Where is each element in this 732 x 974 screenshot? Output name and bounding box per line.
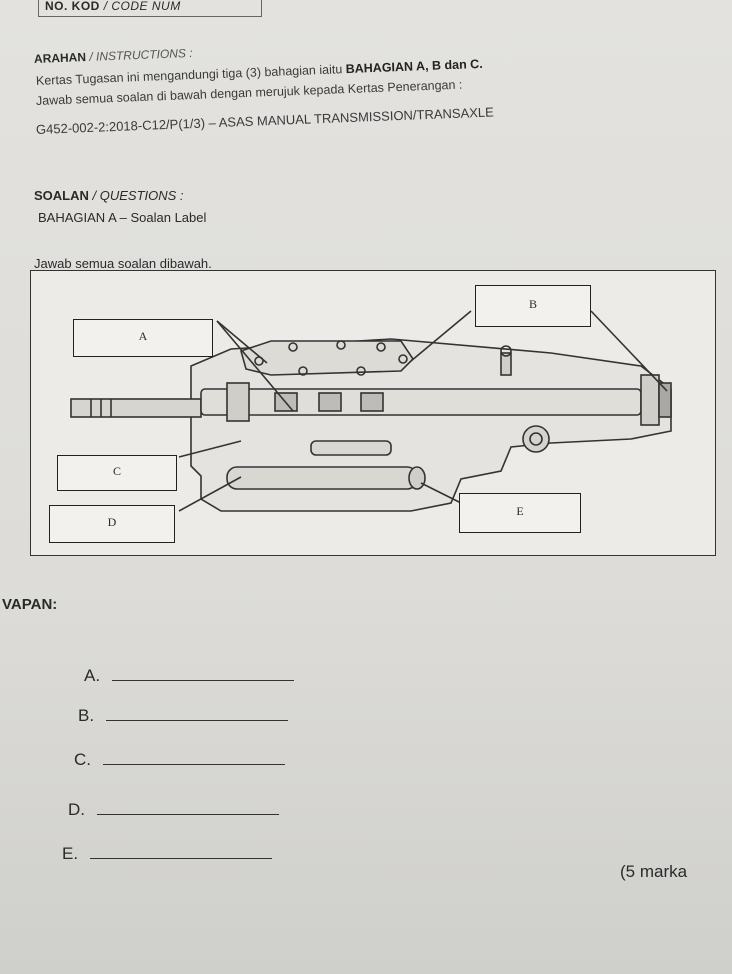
- transmission-drawing: [70, 310, 672, 512]
- question-prompt: Jawab semua soalan dibawah.: [34, 256, 212, 271]
- answer-line-b[interactable]: [106, 719, 289, 721]
- label-box-c: C: [57, 455, 177, 491]
- marks-label: (5 marka: [620, 862, 688, 881]
- answer-line-e[interactable]: [90, 857, 273, 859]
- code-number-label: NO. KOD / CODE NUM: [45, 0, 181, 13]
- answer-label-d: D.: [68, 800, 85, 819]
- answer-row-d: D.: [68, 800, 279, 820]
- answer-label-b: B.: [78, 706, 95, 725]
- section-title: BAHAGIAN A – Soalan Label: [38, 210, 207, 225]
- instruction-line-3: G452-002-2:2018-C12/P(1/3) – ASAS MANUAL…: [35, 104, 495, 137]
- answers-heading: VAPAN:: [2, 596, 58, 613]
- answer-label-a: A.: [84, 666, 101, 685]
- label-box-a: A: [73, 319, 213, 357]
- label-box-e: E: [459, 493, 581, 533]
- answer-label-e: E.: [62, 844, 79, 863]
- answer-row-e: E.: [62, 844, 273, 864]
- answer-line-a[interactable]: [112, 679, 295, 681]
- answer-row-a: A.: [84, 666, 295, 686]
- questions-heading: SOALAN / QUESTIONS :: [34, 188, 184, 203]
- answer-line-c[interactable]: [103, 763, 285, 765]
- answer-label-c: C.: [74, 750, 91, 769]
- answer-row-c: C.: [74, 750, 285, 770]
- code-number-box: NO. KOD / CODE NUM: [38, 0, 262, 17]
- label-box-b: B: [475, 285, 591, 327]
- answer-line-d[interactable]: [97, 813, 279, 815]
- transmission-diagram: A B C D E: [30, 270, 716, 556]
- instructions-heading: ARAHAN / INSTRUCTIONS :: [33, 45, 193, 66]
- label-box-d: D: [49, 505, 175, 543]
- answer-row-b: B.: [78, 706, 289, 726]
